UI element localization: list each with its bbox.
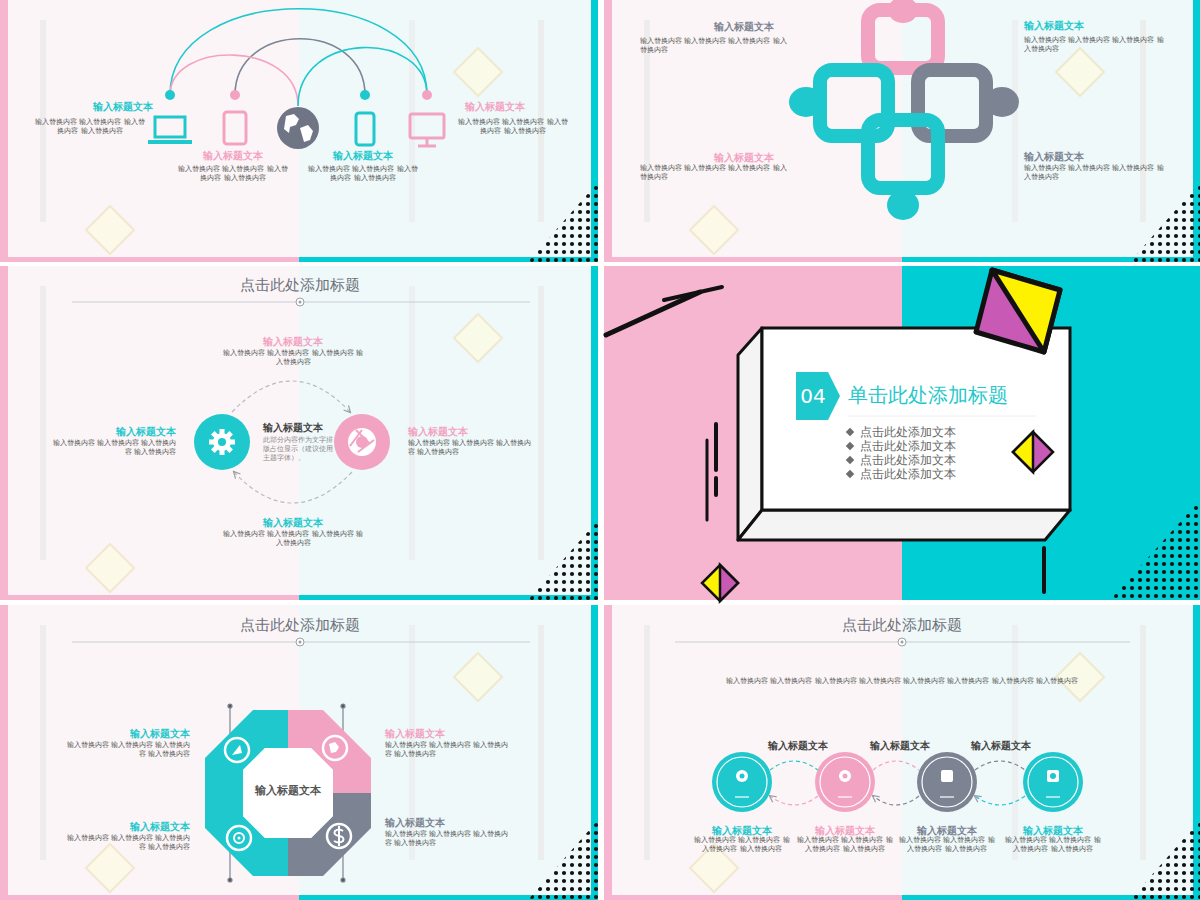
body-text: 输入替换内容 输入替换内容 输入替换内容 输入替换内容 输入替换内容 输入替换内… xyxy=(702,677,1102,686)
body-text: 输入替换内容 输入替换内容 输入替换内容 输入替换内容 xyxy=(408,439,533,457)
heading-text: 输入标题文本 xyxy=(56,425,176,438)
chain-links xyxy=(789,0,1019,220)
slide-frame xyxy=(0,0,598,262)
slide-title: 点击此处添加标题 xyxy=(190,616,410,636)
heading-text: 输入标题文本 xyxy=(385,816,505,829)
body-text: 输入替换内容 输入替换内容 输入替换内容 输入替换内容 xyxy=(307,165,419,183)
gear-icon xyxy=(194,414,250,470)
section-number: 04 xyxy=(796,384,830,408)
body-text: 输入替换内容 输入替换内容 输入替换内容 输入替换内容 xyxy=(385,741,510,759)
body-text: 输入替换内容 输入替换内容 输入替换内容 输入替换内容 xyxy=(65,741,190,759)
body-text: 输入替换内容 输入替换内容 输入替换内容 输入替换内容 xyxy=(177,165,289,183)
body-text: 输入替换内容 输入替换内容 输入替换内容 输入替换内容 xyxy=(640,164,790,182)
section-title: 单击此处添加标题 xyxy=(848,383,1008,407)
slide-frame xyxy=(0,266,598,600)
heading-text: 输入标题文本 xyxy=(753,739,843,752)
bullet-text: 点击此处添加文本 xyxy=(860,467,956,481)
heading-text: 输入标题文本 xyxy=(70,727,190,740)
process-circles xyxy=(712,752,1083,812)
bullet-text: 点击此处添加文本 xyxy=(860,425,956,439)
body-text: 输入替换内容 输入替换内容 输入替换内容 输入替换内容 xyxy=(223,349,363,367)
center-title: 输入标题文本 xyxy=(205,785,371,798)
heading-text: 输入标题文本 xyxy=(263,421,363,434)
body-text: 输入替换内容 输入替换内容 输入替换内容 输入替换内容 xyxy=(898,836,996,854)
body-text: 输入替换内容 输入替换内容 输入替换内容 输入替换内容 xyxy=(457,118,569,136)
heading-text: 输入标题文本 xyxy=(68,100,178,113)
device-arcs xyxy=(170,9,427,106)
heading-text: 输入标题文本 xyxy=(408,425,528,438)
heading-text: 输入标题文本 xyxy=(800,824,890,837)
body-text: 输入替换内容 输入替换内容 输入替换内容 输入替换内容 xyxy=(1024,164,1169,182)
slide-title: 点击此处添加标题 xyxy=(792,616,1012,636)
heading-text: 输入标题文本 xyxy=(178,149,288,162)
heading-text: 输入标题文本 xyxy=(228,516,358,529)
process-arcs xyxy=(770,761,1025,805)
heading-text: 输入标题文本 xyxy=(902,824,992,837)
slide-frame xyxy=(0,605,598,900)
heading-text: 输入标题文本 xyxy=(689,151,799,164)
slide-frame xyxy=(604,605,1200,900)
body-text: 输入替换内容 输入替换内容 输入替换内容 输入替换内容 xyxy=(51,439,176,457)
section-box: 单击此处添加标题点击此处添加文本点击此处添加文本点击此处添加文本点击此处添加文本… xyxy=(736,326,1072,542)
octagon-ring: 输入标题文本 xyxy=(205,710,371,876)
bullet-text: 点击此处添加文本 xyxy=(860,439,956,453)
slide-frame xyxy=(604,0,1200,262)
heading-text: 输入标题文本 xyxy=(1024,19,1134,32)
bullet-text: 点击此处添加文本 xyxy=(860,453,956,467)
body-text: 输入替换内容 输入替换内容 输入替换内容 输入替换内容 xyxy=(796,836,894,854)
body-text: 输入替换内容 输入替换内容 输入替换内容 输入替换内容 xyxy=(385,830,510,848)
heading-text: 输入标题文本 xyxy=(855,739,945,752)
aperture-icon xyxy=(334,414,390,470)
dot-texture xyxy=(1110,500,1200,600)
heading-text: 输入标题文本 xyxy=(689,20,799,33)
heading-text: 输入标题文本 xyxy=(308,149,418,162)
device-icons xyxy=(148,90,444,149)
small-diamond xyxy=(702,565,738,601)
heading-text: 输入标题文本 xyxy=(1024,150,1134,163)
body-text: 输入替换内容 输入替换内容 输入替换内容 输入替换内容 xyxy=(65,834,190,852)
heading-text: 输入标题文本 xyxy=(70,820,190,833)
heading-text: 输入标题文本 xyxy=(697,824,787,837)
body-text: 输入替换内容 输入替换内容 输入替换内容 输入替换内容 xyxy=(34,118,146,136)
body-text: 输入替换内容 输入替换内容 输入替换内容 输入替换内容 xyxy=(693,836,791,854)
heading-text: 输入标题文本 xyxy=(1008,824,1098,837)
heading-text: 输入标题文本 xyxy=(956,739,1046,752)
heading-text: 输入标题文本 xyxy=(228,335,358,348)
body-text: 输入替换内容 输入替换内容 输入替换内容 输入替换内容 xyxy=(640,37,790,55)
slide-title: 点击此处添加标题 xyxy=(190,276,410,296)
body-text: 输入替换内容 输入替换内容 输入替换内容 输入替换内容 xyxy=(1004,836,1102,854)
body-text: 输入替换内容 输入替换内容 输入替换内容 输入替换内容 xyxy=(223,530,363,548)
body-text: 此部分内容作为文字排版占位显示（建议使用主题字体）。 xyxy=(263,436,333,463)
heading-text: 输入标题文本 xyxy=(385,727,505,740)
body-text: 输入替换内容 输入替换内容 输入替换内容 输入替换内容 xyxy=(1024,36,1169,54)
heading-text: 输入标题文本 xyxy=(440,100,550,113)
number-flag: 04 xyxy=(796,372,840,420)
